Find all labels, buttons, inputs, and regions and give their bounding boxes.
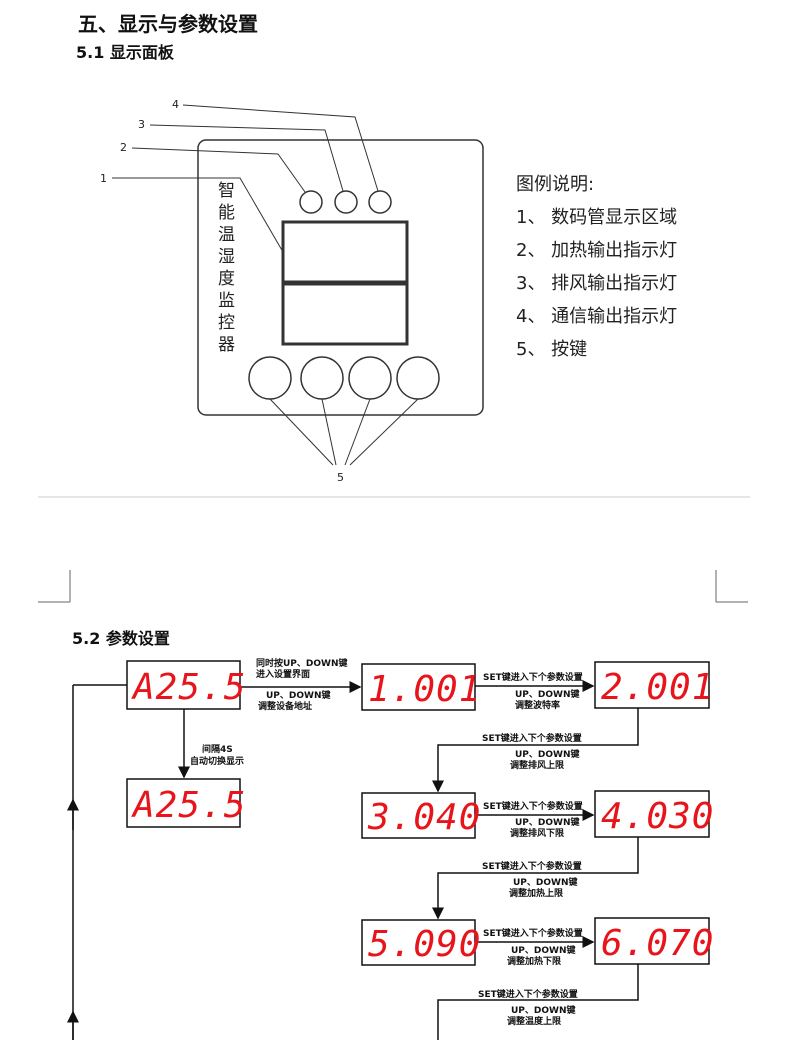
flow-label: 控 (218, 313, 235, 333)
digit-display-top (281, 220, 409, 284)
flow-label: 调整设备地址 (258, 700, 312, 712)
exhaust-indicator-led (334, 190, 358, 214)
step-3-value: 3.040 (367, 797, 481, 838)
flow-label: UP、DOWN键 (515, 688, 580, 700)
flow-label: SET键进入下个参数设置 (482, 732, 582, 744)
flow-label: SET键进入下个参数设置 (483, 671, 583, 683)
legend-item: 3、 排风输出指示灯 (516, 273, 678, 294)
callout-5: 5 (337, 471, 344, 484)
flow-label: 智 (218, 181, 235, 201)
flow-label: UP、DOWN键 (511, 1004, 576, 1016)
flow-label: 湿 (218, 247, 235, 267)
step-2-value: 2.001 (601, 667, 714, 708)
legend-title: 图例说明: (516, 174, 595, 195)
flow-label: SET键进入下个参数设置 (483, 800, 583, 812)
key-button-1 (248, 356, 292, 400)
flow-label: 调整波特率 (515, 699, 560, 711)
flow-label: UP、DOWN键 (515, 748, 580, 760)
flow-label: 调整温度上限 (507, 1015, 562, 1027)
step-4-value: 4.030 (601, 796, 714, 837)
heating-indicator-led (299, 190, 323, 214)
flow-label: 温 (218, 225, 235, 245)
display-main-value: A25.5 (131, 667, 246, 708)
display-alt-value: A25.5 (131, 785, 246, 826)
section-title: 五、显示与参数设置 (78, 12, 258, 36)
crop-marks (38, 570, 748, 603)
flow-label: 监 (218, 291, 235, 311)
flow-label: SET键进入下个参数设置 (483, 927, 583, 939)
device-name-vertical: 智 能 温 湿 度 监 控 器 (218, 181, 235, 355)
key-button-4 (396, 356, 440, 400)
legend-item: 5、 按键 (516, 339, 588, 360)
flow-label: 间隔4S (202, 743, 233, 755)
key-button-3 (348, 356, 392, 400)
step-1-value: 1.001 (368, 669, 481, 710)
flow-label: 调整加热上限 (509, 887, 564, 899)
flow-label: 调整排风上限 (510, 759, 565, 771)
callout-3: 3 (138, 118, 145, 131)
flow-label: 调整排风下限 (510, 827, 565, 839)
digit-display-bottom (281, 282, 409, 346)
legend-item: 1、 数码管显示区域 (516, 207, 678, 228)
comm-indicator-led (368, 190, 392, 214)
callout-1: 1 (100, 172, 107, 185)
flow-label: UP、DOWN键 (266, 689, 331, 701)
flow-label: 器 (218, 335, 235, 355)
flow-label: 进入设置界面 (256, 668, 310, 680)
flow-lines (67, 680, 639, 1040)
flow-label: UP、DOWN键 (515, 816, 580, 828)
flow-label: SET键进入下个参数设置 (482, 860, 582, 872)
callout-2: 2 (120, 141, 127, 154)
flow-label: 度 (218, 269, 235, 289)
legend-item: 2、 加热输出指示灯 (516, 240, 678, 261)
flow-label: 同时按UP、DOWN键 (256, 657, 348, 669)
panel-title: 5.1 显示面板 (76, 43, 174, 62)
legend-item: 4、 通信输出指示灯 (516, 306, 678, 327)
callout-4: 4 (172, 98, 179, 111)
display-boxes (126, 660, 710, 966)
step-6-value: 6.070 (601, 923, 714, 964)
step-5-value: 5.090 (368, 924, 481, 965)
flow-label: 自动切换显示 (190, 755, 244, 767)
flow-label: 能 (218, 203, 235, 223)
flow-label: UP、DOWN键 (513, 876, 578, 888)
flow-label: 调整加热下限 (507, 955, 562, 967)
callout-lines (112, 104, 419, 466)
params-title: 5.2 参数设置 (72, 629, 170, 648)
key-button-2 (300, 356, 344, 400)
flow-label: UP、DOWN键 (511, 944, 576, 956)
flow-label: SET键进入下个参数设置 (478, 988, 578, 1000)
